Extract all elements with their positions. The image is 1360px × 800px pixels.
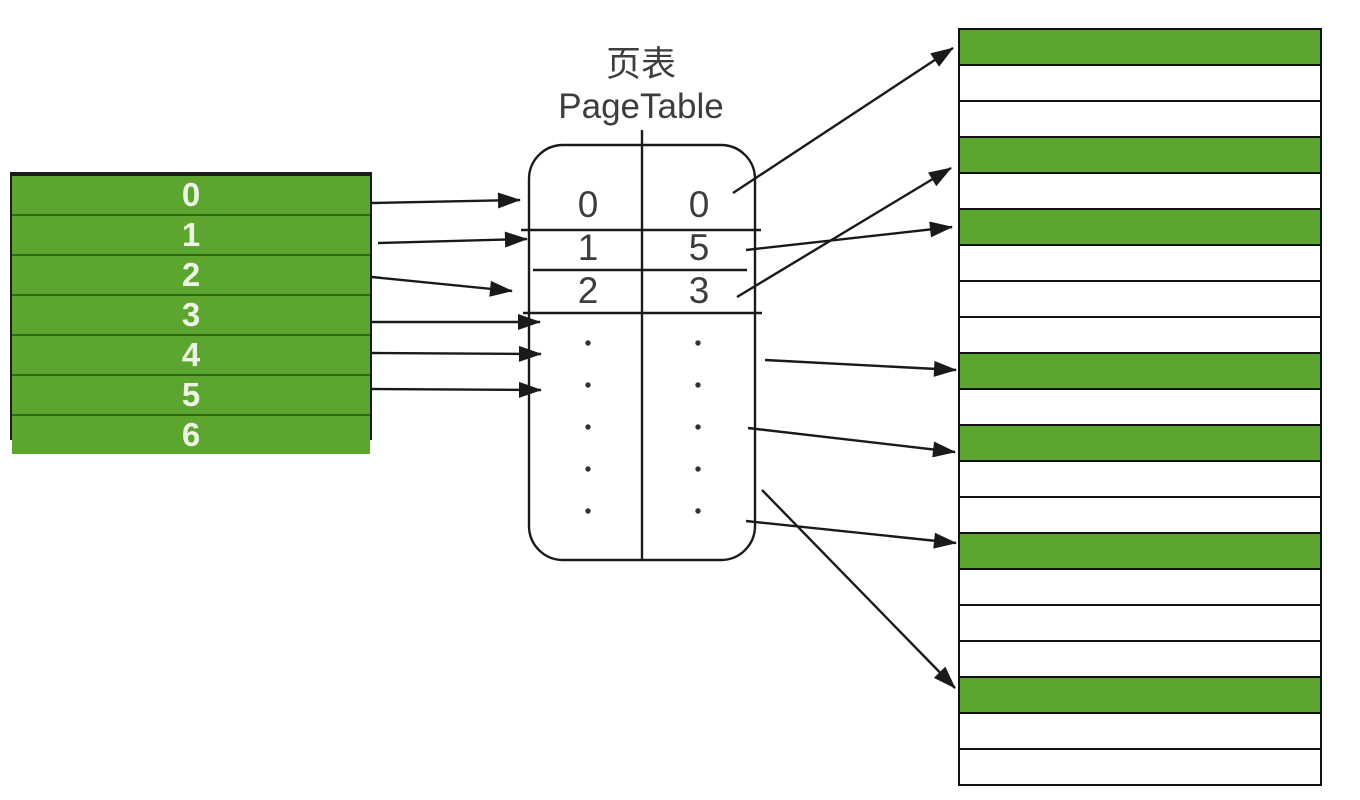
virtual-page-label: 3 <box>181 296 201 333</box>
physical-frame-row-20-free <box>960 748 1320 784</box>
virtual-page-label: 4 <box>181 336 201 373</box>
physical-frame-row-8-free <box>960 316 1320 352</box>
arrow-ellipsis-to-frame-18 <box>761 489 956 689</box>
physical-frame-row-1-free <box>960 64 1320 100</box>
physical-frame-row-5-allocated <box>960 208 1320 244</box>
physical-frame-row-7-free <box>960 280 1320 316</box>
virtual-page-label: 6 <box>181 416 201 453</box>
physical-frame-row-6-free <box>960 244 1320 280</box>
ellipsis-dot <box>585 424 591 430</box>
arrow-ellipsis-to-frame-9 <box>764 358 957 377</box>
page-table-page-cell-0: 0 <box>577 184 599 225</box>
ellipsis-dot <box>695 382 701 388</box>
page-table-title: 页表 PageTable <box>491 44 791 128</box>
page-table-page-cell-2: 2 <box>577 270 599 311</box>
virtual-page-label: 1 <box>181 216 201 253</box>
virtual-page-row-3: 3 <box>12 294 370 334</box>
physical-frame-row-10-free <box>960 388 1320 424</box>
ellipsis-dot <box>695 508 701 514</box>
virtual-page-label: 0 <box>181 176 201 213</box>
arrow-virtual-row-0-to-page-table <box>371 192 521 209</box>
page-table-title-en: PageTable <box>558 87 724 126</box>
arrow-ellipsis-to-frame-14 <box>745 519 957 549</box>
physical-frame-row-11-allocated <box>960 424 1320 460</box>
ellipsis-dot <box>585 466 591 472</box>
arrow-ellipsis-to-frame-11 <box>747 426 956 458</box>
ellipsis-dot <box>585 382 591 388</box>
physical-frame-row-16-free <box>960 604 1320 640</box>
physical-frame-row-0-allocated <box>960 30 1320 64</box>
page-table-page-cell-1: 1 <box>577 227 599 268</box>
ellipsis-dot <box>695 340 701 346</box>
physical-frame-row-17-free <box>960 640 1320 676</box>
physical-frame-row-14-allocated <box>960 532 1320 568</box>
physical-frame-row-9-allocated <box>960 352 1320 388</box>
arrow-entry-1-to-frame-5 <box>745 221 953 252</box>
arrow-virtual-row-5-to-page-table <box>370 381 542 398</box>
arrow-virtual-row-4-to-page-table <box>371 345 542 362</box>
physical-frame-row-19-free <box>960 712 1320 748</box>
physical-frame-row-4-free <box>960 172 1320 208</box>
virtual-page-row-1: 1 <box>12 214 370 254</box>
physical-frame-row-3-allocated <box>960 136 1320 172</box>
arrow-entry-2-to-frame-3 <box>736 166 952 299</box>
physical-frame-row-13-free <box>960 496 1320 532</box>
page-table-frame-cell-1: 5 <box>688 227 710 268</box>
physical-frame-row-12-free <box>960 460 1320 496</box>
ellipsis-dot <box>585 340 591 346</box>
virtual-page-label: 2 <box>181 256 201 293</box>
page-table-frame-cell-2: 3 <box>688 270 710 311</box>
physical-frame-row-18-allocated <box>960 676 1320 712</box>
arrow-virtual-row-2-to-page-table <box>371 275 513 297</box>
virtual-page-row-5: 5 <box>12 374 370 414</box>
page-table-frame-cell-0: 0 <box>688 184 710 225</box>
ellipsis-dot <box>695 466 701 472</box>
physical-frame-row-15-free <box>960 568 1320 604</box>
physical-frame-row-2-free <box>960 100 1320 136</box>
virtual-page-row-4: 4 <box>12 334 370 374</box>
virtual-page-label: 5 <box>181 376 201 413</box>
physical-memory-table <box>958 28 1322 786</box>
virtual-page-row-6: 6 <box>12 414 370 454</box>
page-table-title-zh: 页表 <box>605 45 676 84</box>
ellipsis-dot <box>695 424 701 430</box>
virtual-page-row-0: 0 <box>12 176 370 214</box>
arrow-virtual-row-1-to-page-table <box>377 231 528 248</box>
ellipsis-dot <box>585 508 591 514</box>
virtual-page-row-2: 2 <box>12 254 370 294</box>
